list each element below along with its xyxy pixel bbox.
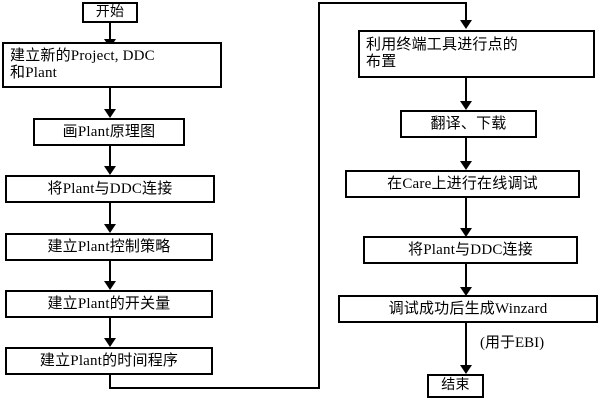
connector-start-to-newproject xyxy=(109,22,111,42)
arrowhead-connect2 xyxy=(460,228,472,237)
connector-newproject-to-drawplant xyxy=(109,88,111,110)
arrowhead-terminaltool xyxy=(460,20,472,29)
arrowhead-timeprogram xyxy=(104,338,116,347)
node-connect-plant-ddc-2-label: 将Plant与DDC连接 xyxy=(408,241,533,258)
bridge-segment-down-into-terminaltool xyxy=(465,2,467,22)
arrowhead-connect1 xyxy=(104,166,116,175)
node-connect-plant-ddc-1[interactable]: 将Plant与DDC连接 xyxy=(5,175,215,203)
connector-strategy-to-switchvalue xyxy=(109,261,111,283)
node-end-label: 结束 xyxy=(441,378,470,394)
node-control-strategy[interactable]: 建立Plant控制策略 xyxy=(5,233,213,261)
node-time-program[interactable]: 建立Plant的时间程序 xyxy=(5,347,213,375)
node-new-project[interactable]: 建立新的Project, DDC 和Plant xyxy=(2,42,222,88)
connector-switchvalue-to-timeprogram xyxy=(109,318,111,340)
node-care-online-debug[interactable]: 在Care上进行在线调试 xyxy=(345,170,580,198)
node-generate-winzard-label: 调试成功后生成Winzard xyxy=(388,300,548,317)
bridge-segment-top xyxy=(318,2,467,4)
arrowhead-switchvalue xyxy=(104,281,116,290)
bridge-segment-down-left xyxy=(109,375,111,389)
node-start[interactable]: 开始 xyxy=(82,2,138,23)
node-control-strategy-label: 建立Plant控制策略 xyxy=(47,238,171,255)
arrowhead-strategy xyxy=(104,224,116,233)
node-connect-plant-ddc-1-label: 将Plant与DDC连接 xyxy=(47,180,173,197)
node-generate-winzard[interactable]: 调试成功后生成Winzard xyxy=(338,295,598,323)
connector-translate-to-careonline xyxy=(465,138,467,163)
node-translate-download[interactable]: 翻译、下载 xyxy=(400,110,537,138)
connector-connect1-to-strategy xyxy=(109,203,111,225)
arrowhead-careonline xyxy=(460,161,472,170)
arrowhead-end xyxy=(460,365,472,374)
arrowhead-drawplant xyxy=(104,109,116,118)
node-start-label: 开始 xyxy=(95,4,125,20)
bridge-segment-up-right xyxy=(318,2,320,389)
node-switch-value-label: 建立Plant的开关量 xyxy=(47,295,171,312)
annotation-ebi-note: (用于EBI) xyxy=(480,331,544,352)
node-terminal-tool[interactable]: 利用终端工具进行点的 布置 xyxy=(358,30,595,78)
node-switch-value[interactable]: 建立Plant的开关量 xyxy=(5,290,213,318)
arrowhead-winzard xyxy=(460,287,472,296)
connector-careonline-to-connect2 xyxy=(465,198,467,230)
node-new-project-label: 建立新的Project, DDC 和Plant xyxy=(10,48,155,81)
connector-terminaltool-to-translate xyxy=(465,78,467,103)
node-time-program-label: 建立Plant的时间程序 xyxy=(39,352,179,369)
connector-connect2-to-winzard xyxy=(465,264,467,288)
node-connect-plant-ddc-2[interactable]: 将Plant与DDC连接 xyxy=(363,236,578,264)
node-draw-plant-label: 画Plant原理图 xyxy=(62,123,156,140)
node-end[interactable]: 结束 xyxy=(427,374,484,398)
arrowhead-translate xyxy=(460,101,472,110)
annotation-ebi-note-label: (用于EBI) xyxy=(480,335,545,351)
node-care-online-debug-label: 在Care上进行在线调试 xyxy=(387,175,538,192)
node-terminal-tool-label: 利用终端工具进行点的 布置 xyxy=(366,37,519,70)
connector-drawplant-to-connect1 xyxy=(109,146,111,168)
bridge-segment-bottom xyxy=(109,387,320,389)
node-draw-plant[interactable]: 画Plant原理图 xyxy=(33,118,185,146)
node-translate-download-label: 翻译、下载 xyxy=(430,115,507,132)
connector-winzard-to-end xyxy=(465,323,467,367)
